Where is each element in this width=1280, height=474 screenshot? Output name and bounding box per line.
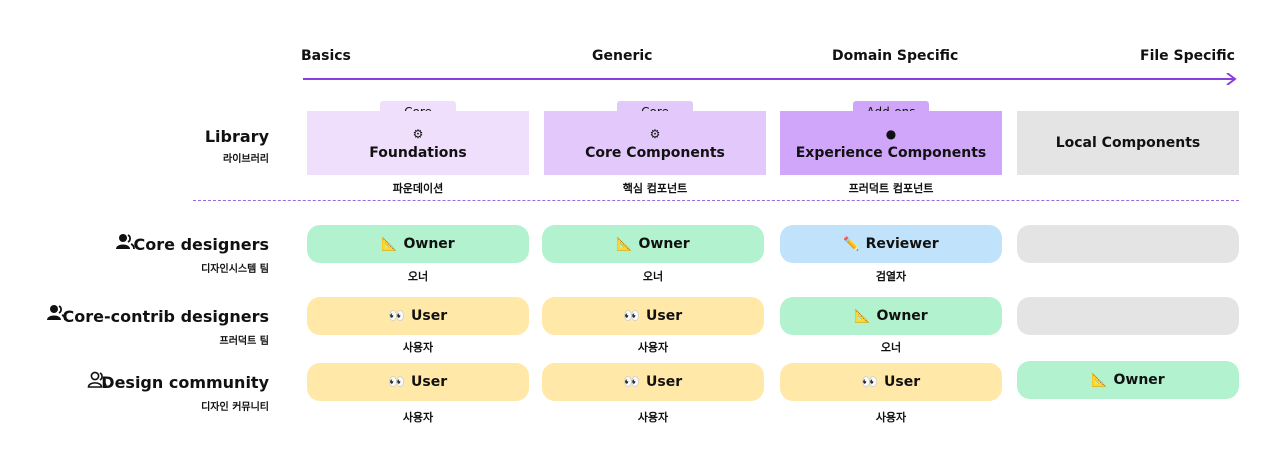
eyes-icon: 👀 [623, 374, 641, 390]
role-pill-owner: 📐 Owner [780, 297, 1002, 335]
library-name: Local Components [1055, 135, 1201, 151]
role-ko: 사용자 [637, 341, 669, 354]
role-label: Reviewer [865, 236, 939, 252]
blocks-icon: ⚙ [412, 126, 424, 141]
role-pill-user: 👀 User [307, 297, 529, 335]
role-pill-user: 👀 User [307, 363, 529, 401]
row-subtitle: 프러덕트 팀 [219, 336, 269, 347]
library-name: Foundations [369, 144, 467, 161]
role-label: User [646, 374, 683, 390]
role-pill-owner: 📐 Owner [1017, 361, 1239, 399]
role-ko: 사용자 [875, 411, 907, 424]
role-label: Owner [403, 236, 455, 252]
people-icon [116, 234, 135, 250]
pencil-icon: ✏️ [843, 236, 860, 252]
stage-basics: Basics [301, 48, 351, 64]
role-pill-user: 👀 User [780, 363, 1002, 401]
role-pill-empty [1017, 225, 1239, 263]
role-label: Owner [1113, 372, 1165, 388]
stage-domain-specific: Domain Specific [832, 48, 959, 64]
role-pill-user: 👀 User [542, 297, 764, 335]
people-icon [47, 305, 66, 321]
role-label: Owner [876, 308, 928, 324]
ruler-icon: 📐 [381, 236, 398, 252]
role-ko: 사용자 [402, 411, 434, 424]
eyes-icon: 👀 [861, 374, 879, 390]
library-box-experience-components: ● Experience Components [780, 111, 1002, 175]
library-label: Library [204, 127, 269, 146]
role-ko: 오너 [880, 341, 902, 354]
row-label-core-designers: Core designers 디자인시스템 팀 [134, 235, 269, 275]
people-outline-icon [87, 371, 107, 388]
library-row-label: Library 라이브러리 [205, 127, 269, 165]
role-ko: 사용자 [637, 411, 669, 424]
role-label: User [411, 308, 448, 324]
row-title: Core designers [133, 235, 269, 254]
library-ko-core-components: 핵심 컴포넌트 [622, 182, 688, 195]
progression-arrow [303, 73, 1237, 85]
ruler-icon: 📐 [1091, 372, 1108, 388]
row-label-core-contrib-designers: Core-contrib designers 프러덕트 팀 [63, 307, 269, 347]
blocks-icon: ⚙ [649, 126, 661, 141]
role-pill-reviewer: ✏️ Reviewer [780, 225, 1002, 263]
library-box-core-components: ⚙ Core Components [544, 111, 766, 175]
role-pill-owner: 📐 Owner [307, 225, 529, 263]
library-box-foundations: ⚙ Foundations [307, 111, 529, 175]
library-name: Core Components [585, 144, 725, 161]
section-divider [193, 200, 1239, 201]
stage-file-specific: File Specific [1140, 48, 1235, 64]
row-title: Design community [101, 373, 269, 392]
role-label: User [646, 308, 683, 324]
role-ko: 사용자 [402, 341, 434, 354]
role-pill-empty [1017, 297, 1239, 335]
role-ko: 검열자 [875, 270, 907, 283]
role-label: User [884, 374, 921, 390]
ruler-icon: 📐 [854, 308, 871, 324]
eyes-icon: 👀 [388, 308, 406, 324]
library-ko-experience-components: 프러덕트 컴포넌트 [848, 182, 934, 195]
role-ko: 오너 [642, 270, 664, 283]
row-subtitle: 디자인 커뮤니티 [201, 402, 269, 413]
library-ko-foundations: 파운데이션 [392, 182, 444, 195]
ruler-icon: 📐 [616, 236, 633, 252]
role-label: User [411, 374, 448, 390]
row-label-design-community: Design community 디자인 커뮤니티 [101, 373, 269, 413]
role-label: Owner [638, 236, 690, 252]
eyes-icon: 👀 [388, 374, 406, 390]
role-ko: 오너 [407, 270, 429, 283]
library-name: Experience Components [795, 144, 987, 161]
row-subtitle: 디자인시스템 팀 [201, 264, 269, 275]
stage-generic: Generic [592, 48, 653, 64]
eyes-icon: 👀 [623, 308, 641, 324]
library-box-local-components: Local Components [1017, 111, 1239, 175]
block-icon: ● [885, 126, 897, 141]
library-label-ko: 라이브러리 [223, 154, 269, 165]
role-pill-owner: 📐 Owner [542, 225, 764, 263]
role-pill-user: 👀 User [542, 363, 764, 401]
row-title: Core-contrib designers [62, 307, 269, 326]
